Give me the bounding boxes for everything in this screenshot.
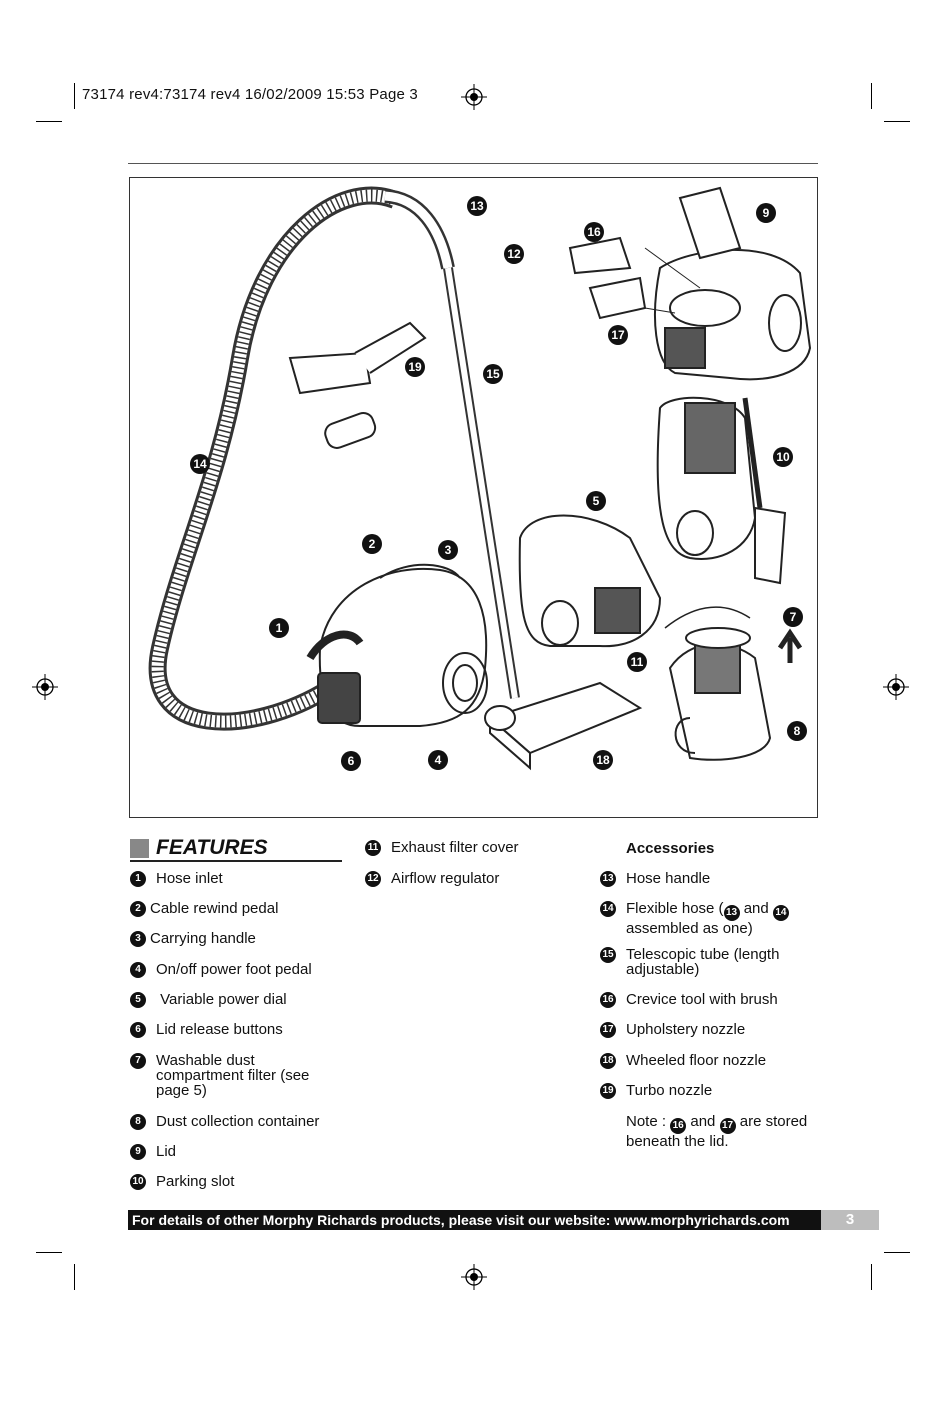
crop-mark: [36, 1252, 62, 1253]
storage-note: Note : 16 and 17 are stored beneath the …: [626, 1114, 846, 1149]
features-title: FEATURES: [156, 836, 268, 859]
callout-17: 17: [608, 325, 628, 345]
callout-10: 10: [773, 447, 793, 467]
item-number: 17: [600, 1022, 616, 1038]
item-text: Crevice tool with brush: [626, 991, 778, 1008]
inline-ref-number: 17: [719, 1118, 736, 1134]
item-number: 12: [365, 871, 381, 887]
item-number: 7: [130, 1053, 146, 1069]
item-text: Upholstery nozzle: [626, 1021, 746, 1038]
callout-8: 8: [787, 721, 807, 741]
registration-mark-icon: [32, 674, 58, 700]
item-text: Telescopic tube (length adjustable): [626, 946, 780, 978]
item-text: Parking slot: [156, 1173, 235, 1190]
crop-mark: [884, 121, 910, 122]
callout-2: 2: [362, 534, 382, 554]
item-number: 3: [130, 931, 146, 947]
item-text: Carrying handle: [150, 930, 256, 947]
callout-15: 15: [483, 364, 503, 384]
item-text: Hose inlet: [156, 870, 223, 887]
item-text: Variable power dial: [156, 991, 287, 1008]
callout-6: 6: [341, 751, 361, 771]
item-text: Lid: [156, 1143, 177, 1160]
callout-1: 1: [269, 618, 289, 638]
callout-18: 18: [593, 750, 613, 770]
item-number: 2: [130, 901, 146, 917]
item-number: 5: [130, 992, 146, 1008]
item-text: Airflow regulator: [391, 870, 500, 887]
callout-9: 9: [756, 203, 776, 223]
item-text: Dust collection container: [156, 1113, 320, 1130]
item-number: 8: [130, 1114, 146, 1130]
item-number: 6: [130, 1022, 146, 1038]
callout-13: 13: [467, 196, 487, 216]
item-number: 10: [130, 1174, 146, 1190]
item-number: 15: [600, 947, 616, 963]
callout-19: 19: [405, 357, 425, 377]
item-text-part: and: [739, 900, 773, 917]
item-text-part: Flexible hose (: [626, 900, 724, 917]
item-number: 9: [130, 1144, 146, 1160]
vacuum-cleaner-illustration: 13 12 9 16 17 19 15 14 10 5 2 3 7 1 11 8…: [129, 177, 818, 818]
item-text: Wheeled floor nozzle: [626, 1052, 767, 1069]
note-text: are stored: [735, 1113, 808, 1130]
crop-mark: [36, 121, 62, 122]
item-text: Turbo nozzle: [626, 1082, 713, 1099]
item-number: 1: [130, 871, 146, 887]
callout-3: 3: [438, 540, 458, 560]
item-text: Exhaust filter cover: [391, 839, 519, 856]
callout-14: 14: [190, 454, 210, 474]
item-text: Cable rewind pedal: [150, 900, 279, 917]
crop-mark: [871, 1264, 872, 1290]
item-text: Washable dust compartment filter (see pa…: [156, 1052, 310, 1099]
item-number: 19: [600, 1083, 616, 1099]
item-number: 4: [130, 962, 146, 978]
item-number: 11: [365, 840, 381, 856]
item-text-part: assembled as one): [626, 920, 753, 937]
item-number: 14: [600, 901, 616, 917]
registration-mark-icon: [461, 84, 487, 110]
line-drawing: [148, 186, 812, 771]
item-text: Hose handle: [626, 870, 711, 887]
features-heading: FEATURES: [130, 836, 342, 862]
crop-mark: [871, 83, 872, 109]
item-text: Lid release buttons: [156, 1021, 283, 1038]
heading-square-icon: [130, 839, 149, 858]
item-text: On/off power foot pedal: [156, 961, 312, 978]
callout-7: 7: [783, 607, 803, 627]
top-rule: [128, 163, 818, 164]
inline-ref-number: 14: [772, 905, 789, 921]
note-text: and: [686, 1113, 720, 1130]
callout-4: 4: [428, 750, 448, 770]
callout-12: 12: [504, 244, 524, 264]
note-text: Note :: [626, 1113, 671, 1130]
registration-mark-icon: [883, 674, 909, 700]
crop-mark: [884, 1252, 910, 1253]
crop-mark: [74, 1264, 75, 1290]
crop-mark: [74, 83, 75, 109]
callout-11: 11: [627, 652, 647, 672]
item-text: Flexible hose (13 and 14 assembled as on…: [626, 901, 836, 936]
note-text: beneath the lid.: [626, 1133, 729, 1150]
website-footer: For details of other Morphy Richards pro…: [128, 1210, 821, 1230]
callout-5: 5: [586, 491, 606, 511]
registration-mark-icon: [461, 1264, 487, 1290]
print-slug: 73174 rev4:73174 rev4 16/02/2009 15:53 P…: [82, 86, 418, 103]
accessories-heading: Accessories: [626, 840, 715, 857]
item-number: 13: [600, 871, 616, 887]
page-number: 3: [821, 1210, 879, 1230]
callout-16: 16: [584, 222, 604, 242]
inline-ref-number: 16: [670, 1118, 687, 1134]
inline-ref-number: 13: [723, 905, 740, 921]
item-number: 16: [600, 992, 616, 1008]
item-number: 18: [600, 1053, 616, 1069]
